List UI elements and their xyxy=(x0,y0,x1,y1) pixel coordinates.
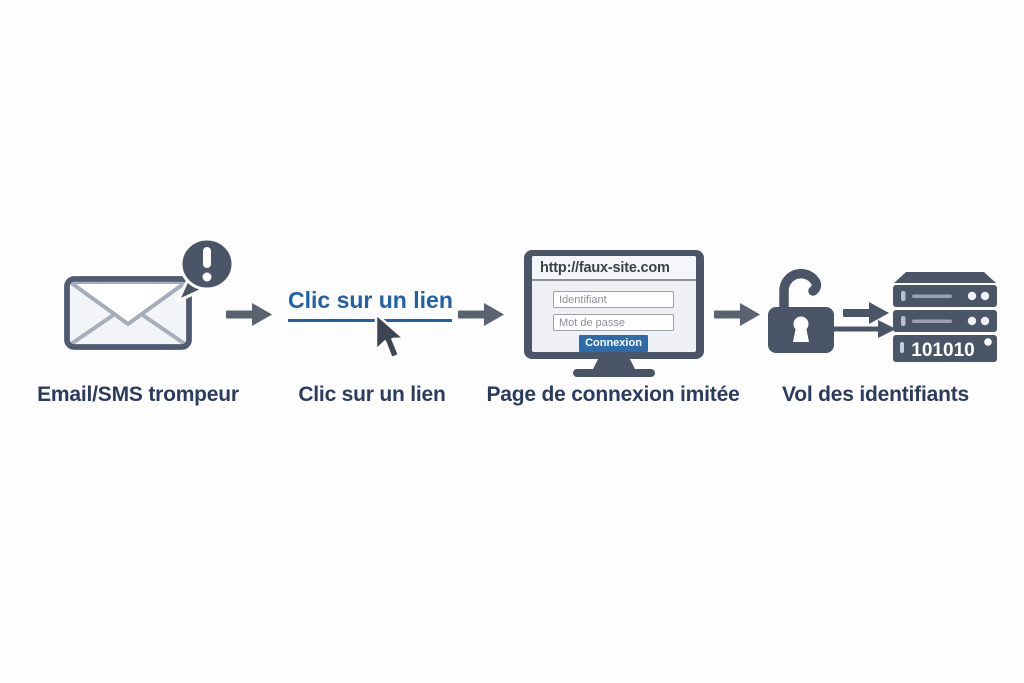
server-stack-icon: 101010 xyxy=(893,272,997,362)
thin-arrow-icon xyxy=(812,320,896,338)
envelope-icon xyxy=(64,276,192,350)
step-label-credential-theft: Vol des identifiants xyxy=(782,383,969,406)
step-label-email: Email/SMS trompeur xyxy=(37,383,239,406)
flow-arrow-icon xyxy=(226,303,272,326)
connexion-button[interactable]: Connexion xyxy=(579,335,648,352)
cursor-icon xyxy=(374,312,406,360)
step-label-fake-page: Page de connexion imitée xyxy=(486,383,740,406)
flow-arrow-icon xyxy=(458,303,504,326)
username-input[interactable]: Identifiant xyxy=(553,291,674,308)
address-bar: http://faux-site.com xyxy=(532,256,696,281)
phishing-link[interactable]: Clic sur un lien xyxy=(288,287,453,322)
flow-arrow-icon xyxy=(714,303,760,326)
monitor-icon: http://faux-site.com Identifiant Mot de … xyxy=(524,250,704,359)
monitor-stand-base xyxy=(573,369,655,377)
binary-data-label: 101010 xyxy=(911,340,974,361)
monitor-stand-neck xyxy=(592,358,636,371)
alert-bubble-icon xyxy=(176,237,235,304)
thick-arrow-icon xyxy=(843,302,889,324)
step-label-link-click: Clic sur un lien xyxy=(298,383,446,406)
open-padlock-icon xyxy=(768,268,834,353)
password-input[interactable]: Mot de passe xyxy=(553,314,674,331)
fake-login-page: http://faux-site.com Identifiant Mot de … xyxy=(532,256,696,352)
